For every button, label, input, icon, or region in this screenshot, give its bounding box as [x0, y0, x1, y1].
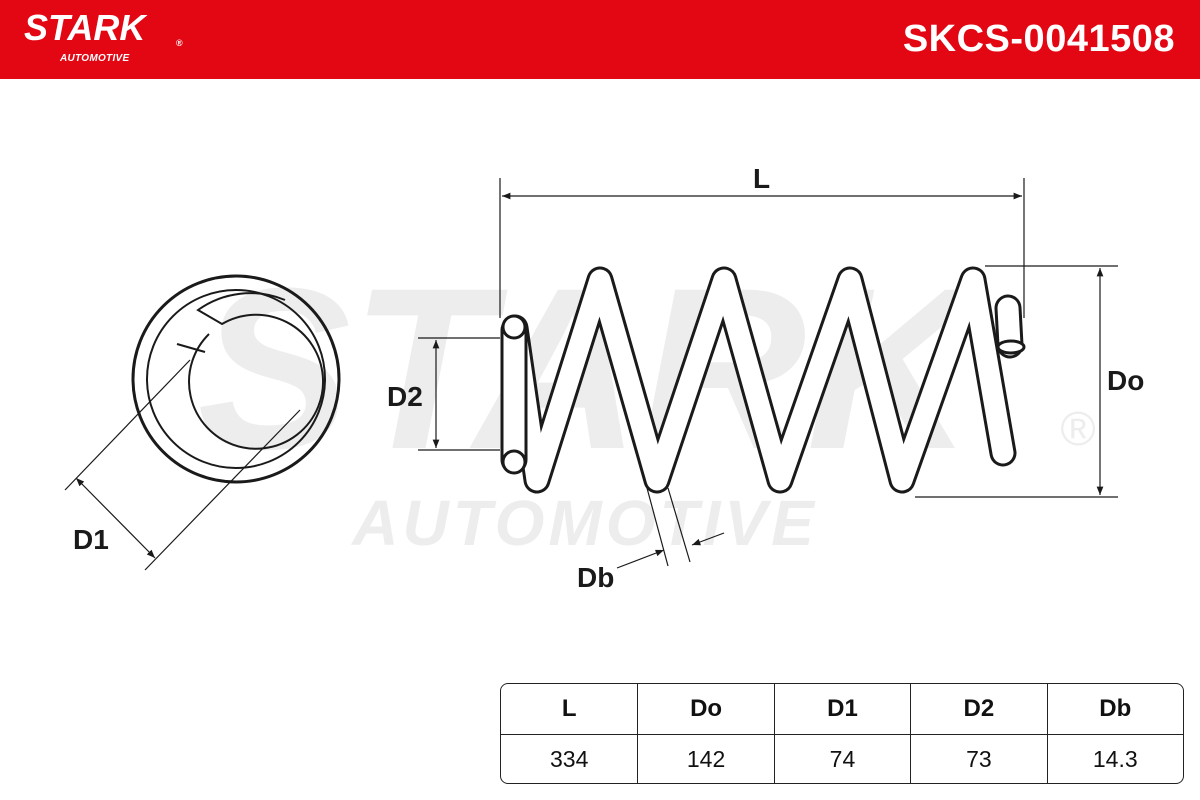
spec-header-db: Db	[1046, 684, 1183, 735]
brand-logo: STARK ® AUTOMOTIVE	[24, 7, 183, 65]
d1-label: D1	[73, 524, 109, 555]
brand-name: STARK	[24, 7, 146, 48]
spec-header-d1: D1	[773, 684, 911, 735]
spec-value-d2: 73	[910, 735, 1046, 783]
spring-side-view	[500, 266, 1026, 494]
spec-value-l: 334	[550, 745, 589, 772]
d2-label: D2	[387, 381, 423, 412]
d2-dimension	[418, 337, 500, 451]
spec-table: L Do D1 D2 Db 334 142 74 73 14.3	[500, 683, 1184, 784]
spec-header-do: Do	[637, 684, 774, 735]
spec-table-value-row: 334 142 74 73 14.3	[501, 735, 1183, 783]
brand-subtitle: AUTOMOTIVE	[60, 53, 130, 64]
brand-registered-mark: ®	[176, 38, 183, 48]
header-bar: STARK ® AUTOMOTIVE SKCS-0041508	[0, 0, 1200, 79]
spec-value-d1: 74	[773, 735, 910, 783]
spec-header-d2: D2	[910, 684, 1047, 735]
do-dimension	[915, 265, 1118, 498]
watermark-registered: ®	[1060, 403, 1095, 456]
db-label: Db	[577, 562, 615, 593]
spec-table-header-row: L Do D1 D2 Db	[501, 684, 1183, 735]
spec-value-db: 14.3	[1046, 735, 1183, 783]
do-label: Do	[1107, 365, 1145, 396]
spec-value-do: 142	[637, 735, 773, 783]
watermark-sub: AUTOMOTIVE	[350, 487, 818, 559]
part-number: SKCS-0041508	[902, 18, 1175, 60]
spring-end-view	[131, 274, 341, 484]
l-label: L	[753, 163, 771, 194]
d1-dimension	[64, 359, 301, 571]
db-dimension	[616, 487, 725, 569]
l-dimension	[499, 178, 1025, 318]
spec-header-l: L	[501, 684, 638, 735]
